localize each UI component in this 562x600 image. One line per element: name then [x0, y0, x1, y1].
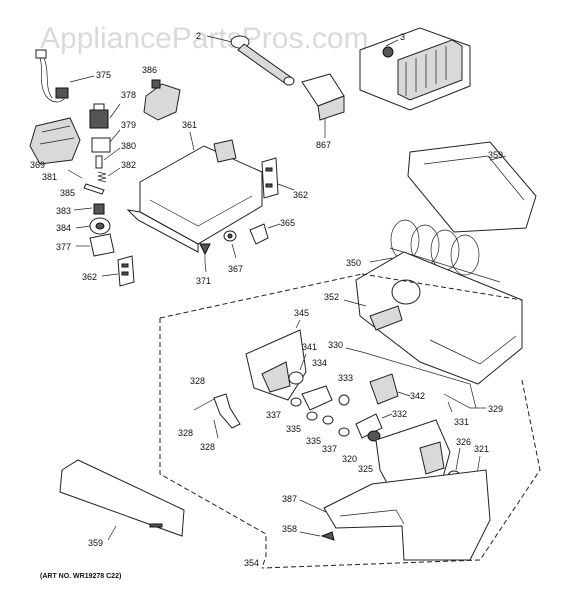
callout-377: 377: [56, 242, 71, 252]
part-358-screw: [320, 531, 335, 541]
part-341-washer: [288, 371, 304, 385]
part-384-housing: [89, 217, 111, 235]
part-342-bracket: [369, 373, 399, 405]
callout-321: 321: [474, 444, 489, 454]
callout-2: 2: [196, 31, 201, 41]
callout-379: 379: [121, 120, 136, 130]
callout-359-lower: 359: [88, 538, 103, 548]
part-329-rod: [443, 393, 486, 409]
part-335-washer-b: [322, 415, 334, 425]
callout-325: 325: [358, 464, 373, 474]
callout-329: 329: [488, 404, 503, 414]
part-359-chute-upper: [407, 141, 537, 233]
callout-341: 341: [302, 342, 317, 352]
part-377-bracket: [89, 233, 115, 257]
part-352-bucket: [355, 251, 523, 385]
part-328-actuator-arm: [193, 393, 241, 439]
callout-350: 350: [346, 258, 361, 268]
callout-328-left: 328: [178, 428, 193, 438]
callout-383: 383: [56, 206, 71, 216]
part-381-pin: [67, 169, 83, 179]
part-385-rod: [83, 183, 105, 195]
part-337-washer-a: [290, 397, 302, 407]
callout-361: 361: [182, 120, 197, 130]
part-334-lever: [301, 385, 333, 411]
callout-326: 326: [456, 437, 471, 447]
callout-342: 342: [410, 391, 425, 401]
part-337-washer-b: [338, 427, 350, 437]
part-330-rod: [361, 351, 477, 409]
callout-334: 334: [312, 358, 327, 368]
art-number: (ART NO. WR19278 C22): [40, 573, 121, 580]
part-369-motor-bracket: [29, 117, 81, 165]
callout-375: 375: [96, 70, 111, 80]
callout-335-right: 335: [306, 436, 321, 446]
callout-328-top: 328: [190, 376, 205, 386]
part-361-dispenser-cover: [126, 139, 263, 253]
callout-320: 320: [342, 454, 357, 464]
callout-384: 384: [56, 223, 71, 233]
callout-382: 382: [121, 160, 136, 170]
callout-362-right: 362: [293, 190, 308, 200]
part-365-clip: [249, 223, 269, 245]
callout-369: 369: [30, 160, 45, 170]
part-367-bushing: [223, 230, 237, 242]
callout-371: 371: [196, 276, 211, 286]
callout-332: 332: [392, 409, 407, 419]
part-359-chute-lower: [59, 459, 185, 537]
callout-358: 358: [282, 524, 297, 534]
callout-335-left: 335: [286, 424, 301, 434]
callout-367: 367: [228, 264, 243, 274]
callout-354: 354: [244, 558, 259, 568]
part-333-washer: [338, 394, 350, 406]
part-867-tray: [301, 73, 345, 121]
callout-331: 331: [454, 417, 469, 427]
part-375-wire-harness: [35, 49, 69, 103]
part-331-spring: [447, 401, 453, 413]
callout-330: 330: [328, 340, 343, 350]
part-345-dispenser-frame: [245, 329, 307, 401]
callout-378: 378: [121, 90, 136, 100]
callout-337-left: 337: [266, 410, 281, 420]
callout-385: 385: [60, 188, 75, 198]
callout-387: 387: [282, 494, 297, 504]
callout-362-left: 362: [82, 272, 97, 282]
part-378-solenoid: [89, 103, 109, 129]
part-380-plunger: [95, 155, 103, 169]
callout-365: 365: [280, 218, 295, 228]
callout-333: 333: [338, 373, 353, 383]
callout-337-right: 337: [322, 444, 337, 454]
part-371-screw: [199, 243, 211, 262]
callout-381: 381: [42, 172, 57, 182]
callout-386: 386: [142, 65, 157, 75]
part-2-drive-tube: [230, 35, 295, 86]
part-362-bracket-left: [117, 255, 135, 287]
callout-328-bottom: 328: [200, 442, 215, 452]
part-379-coil: [91, 137, 111, 153]
watermark: AppliancePartsPros.com: [40, 22, 368, 55]
part-332-lever: [355, 413, 383, 439]
callout-345: 345: [294, 308, 309, 318]
part-387-tray: [323, 469, 491, 561]
part-362-bracket-right: [261, 157, 279, 199]
callout-359-upper: 359: [488, 150, 503, 160]
callout-867: 867: [316, 140, 331, 150]
part-335-washer-a: [306, 411, 318, 421]
part-386-relay: [143, 79, 181, 121]
part-3-icemaker: [359, 27, 471, 111]
callout-380: 380: [121, 141, 136, 151]
part-382-spring: [97, 171, 107, 183]
callout-3: 3: [400, 32, 405, 42]
part-383-bushing: [93, 203, 105, 215]
part-320-bushing: [367, 430, 381, 442]
callout-352: 352: [324, 292, 339, 302]
